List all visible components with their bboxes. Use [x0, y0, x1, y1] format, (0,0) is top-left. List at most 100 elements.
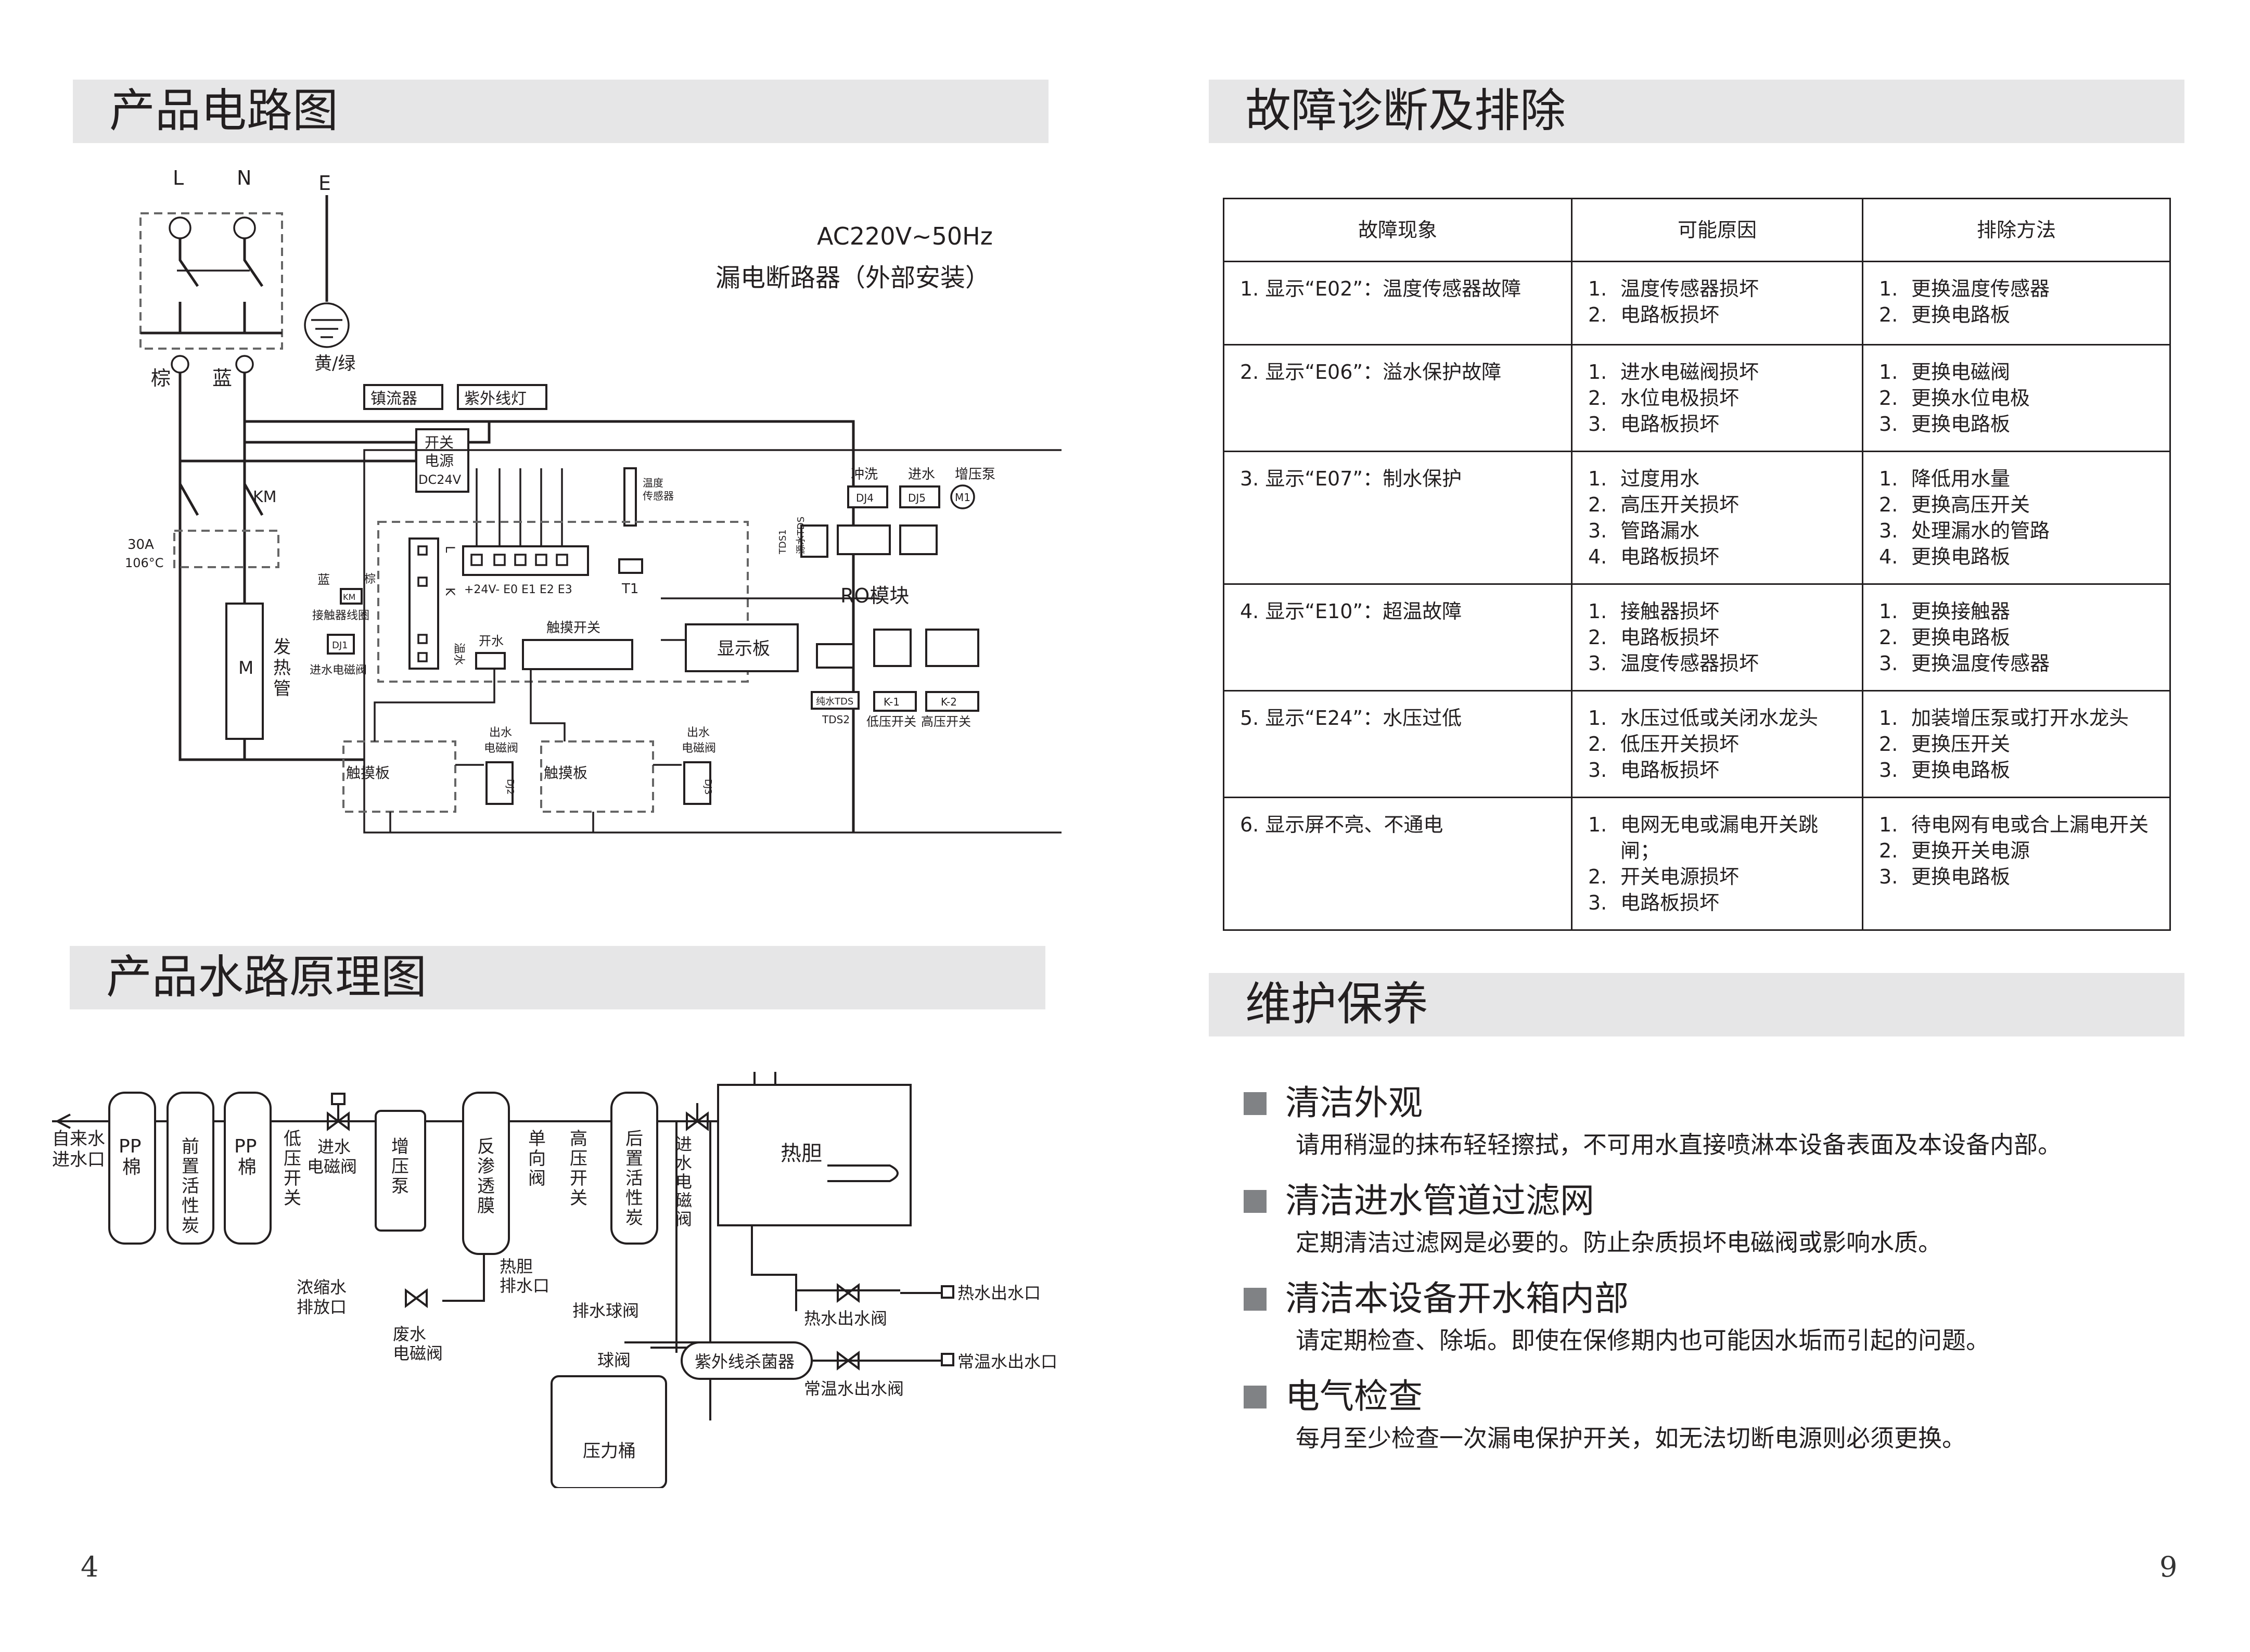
cause-item: 3.温度传感器损坏	[1588, 652, 1759, 675]
fix-item: 4.更换电路板	[1879, 545, 2011, 568]
label-open-water: 开水	[479, 634, 504, 648]
fault-symptom: 6. 显示屏不亮、不通电	[1223, 797, 1573, 931]
fix-item: 1.待电网有电或合上漏电开关	[1879, 813, 2149, 836]
label-pp1-a: PP	[119, 1136, 141, 1157]
fix-item: 3.更换温度传感器	[1879, 652, 2050, 675]
label-low-sw: 低压开关	[866, 714, 916, 729]
label-hot-tank: 热胆	[781, 1142, 822, 1166]
label-e: E	[318, 172, 331, 195]
label-tap-in-2: 进水口	[52, 1149, 105, 1170]
svg-text:膜: 膜	[477, 1196, 495, 1216]
circuit-heading-band: 产品电路图	[73, 80, 1049, 143]
label-tap-in-1: 自来水	[52, 1129, 105, 1149]
fault-symptom: 1. 显示“E02”：温度传感器故障	[1223, 261, 1573, 345]
label-brown: 棕	[151, 367, 171, 390]
svg-text:开: 开	[570, 1168, 587, 1189]
cause-item: 1.电网无电或漏电开关跳闸；	[1588, 813, 1818, 862]
inlet-valve2-label: 进 水 电 磁 阀	[675, 1134, 692, 1229]
fault-symptom: 3. 显示“E07”：制水保护	[1223, 451, 1573, 585]
label-touch-board-1: 触摸板	[346, 764, 390, 782]
label-m1: M1	[955, 491, 970, 504]
svg-text:压: 压	[570, 1148, 587, 1169]
label-concentrate-1: 浓缩水	[297, 1277, 347, 1297]
label-contactor-coil: 接触器线圈	[312, 609, 369, 622]
cause-item: 4.电路板损坏	[1588, 545, 1719, 568]
label-outlet-valve-1a: 出水	[489, 726, 512, 739]
label-fuse-a: 30A	[127, 537, 154, 553]
header-fix: 排除方法	[1862, 198, 2171, 262]
label-dj1: DJ1	[332, 640, 348, 651]
label-blue2: 蓝	[317, 572, 330, 587]
label-dj4: DJ4	[856, 492, 874, 504]
square-bullet-icon	[1244, 1190, 1267, 1213]
label-heater-1: 发	[273, 637, 291, 658]
label-warm-water: 温水	[452, 643, 465, 665]
svg-text:磁: 磁	[675, 1190, 692, 1210]
label-k1: K-1	[884, 696, 900, 708]
maint-heading: 维护保养	[1245, 977, 1429, 1031]
svg-text:进: 进	[675, 1134, 692, 1154]
label-pp2-b: 棉	[238, 1157, 257, 1178]
maint-desc: 定期清洁过滤网是必要的。防止杂质损坏电磁阀或影响水质。	[1296, 1228, 1942, 1257]
label-psu-1: 开关	[425, 434, 454, 451]
svg-text:单: 单	[528, 1129, 546, 1149]
label-pressure-tank: 压力桶	[583, 1441, 636, 1462]
label-pp2-a: PP	[234, 1136, 257, 1157]
fault-symptom: 4. 显示“E10”：超温故障	[1223, 583, 1573, 691]
fix-item: 3.处理漏水的管路	[1879, 519, 2050, 542]
cause-item: 3.电路板损坏	[1588, 413, 1719, 436]
label-ball-valve: 球阀	[597, 1350, 631, 1370]
cause-item: 2.水位电极损坏	[1588, 387, 1739, 409]
label-heater-3: 管	[273, 678, 291, 699]
label-inlet-valve: 进水电磁阀	[310, 664, 367, 677]
fault-symptom: 2. 显示“E06”：溢水保护故障	[1223, 344, 1573, 452]
fault-heading: 故障诊断及排除	[1245, 84, 1566, 137]
label-flush: 冲洗	[851, 467, 878, 482]
label-concentrate-2: 排放口	[297, 1297, 347, 1317]
cause-item: 2.开关电源损坏	[1588, 865, 1739, 888]
label-outlet-valve-2a: 出水	[687, 726, 710, 739]
maintenance-list: 清洁外观请用稍湿的抹布轻轻擦拭，不可用水直接喷淋本设备表面及本设备内部。清洁进水…	[1244, 1080, 2159, 1471]
svg-text:活: 活	[182, 1176, 199, 1197]
page-number-left: 4	[81, 1551, 99, 1583]
label-uv: 紫外线杀菌器	[695, 1352, 795, 1372]
cause-item: 2.电路板损坏	[1588, 626, 1719, 649]
label-waste-valve-2: 电磁阀	[393, 1343, 443, 1363]
svg-text:开: 开	[284, 1168, 301, 1189]
water-heading: 产品水路原理图	[106, 950, 427, 1004]
label-l-term: L	[443, 546, 457, 553]
fix-item: 1.更换温度传感器	[1879, 277, 2050, 300]
label-blue: 蓝	[212, 367, 232, 390]
maint-title: 清洁外观	[1244, 1080, 2159, 1126]
fix-item: 2.更换电路板	[1879, 626, 2011, 649]
label-hot-out-valve: 热水出水阀	[804, 1309, 887, 1328]
page-number-right: 9	[2159, 1551, 2178, 1583]
svg-text:后: 后	[625, 1129, 643, 1149]
label-tds1: TDS1	[777, 529, 788, 555]
high-sw-label: 高 压 开 关	[570, 1129, 587, 1209]
fault-heading-band: 故障诊断及排除	[1209, 80, 2184, 143]
label-dj5: DJ5	[908, 492, 926, 504]
svg-text:活: 活	[625, 1168, 643, 1189]
svg-text:压: 压	[284, 1148, 301, 1169]
svg-text:阀: 阀	[675, 1209, 692, 1229]
maint-desc: 请用稍湿的抹布轻轻擦拭，不可用水直接喷淋本设备表面及本设备内部。	[1296, 1131, 2062, 1159]
svg-text:低: 低	[284, 1129, 301, 1149]
water-heading-band: 产品水路原理图	[70, 946, 1045, 1009]
label-display-board: 显示板	[717, 638, 770, 659]
label-km2: KM	[343, 592, 355, 602]
pre-carbon-label: 前 置 活 性 炭	[182, 1136, 199, 1236]
label-booster: 增压泵	[955, 467, 995, 482]
label-k2: K-2	[941, 696, 957, 708]
label-normal-out: 常温水出水口	[957, 1352, 1057, 1372]
maint-title: 清洁本设备开水箱内部	[1244, 1275, 2159, 1322]
svg-text:置: 置	[182, 1156, 199, 1177]
cause-item: 1.温度传感器损坏	[1588, 277, 1759, 300]
label-l: L	[173, 167, 184, 189]
